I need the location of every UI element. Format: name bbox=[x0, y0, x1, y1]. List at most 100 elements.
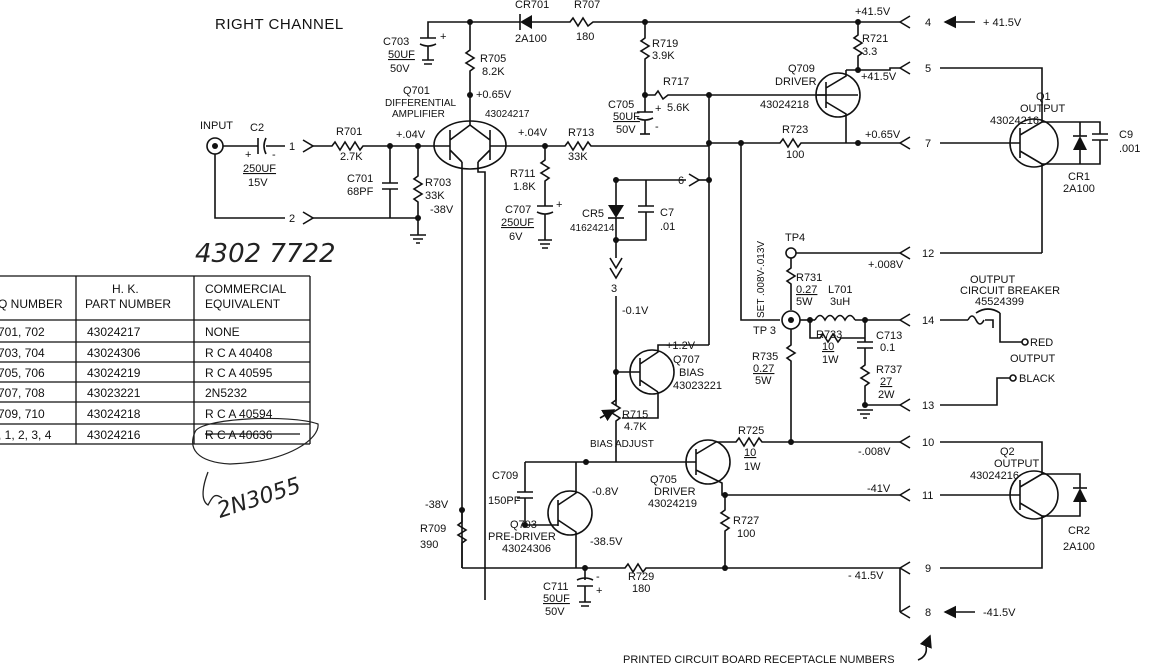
svg-text:2A100: 2A100 bbox=[1063, 541, 1095, 553]
svg-text:12: 12 bbox=[922, 248, 934, 260]
svg-text:+: + bbox=[655, 103, 661, 115]
svg-text:.01: .01 bbox=[660, 221, 675, 233]
connector-pins: 4 5 7 12 14 13 10 11 9 8 bbox=[899, 15, 934, 619]
svg-text:8: 8 bbox=[925, 607, 931, 619]
c703-capacitor: + C703 50UF 50V bbox=[383, 21, 470, 75]
svg-text:CIRCUIT BREAKER: CIRCUIT BREAKER bbox=[960, 285, 1060, 297]
svg-text:1W: 1W bbox=[744, 461, 761, 473]
svg-text:, 1, 2, 3, 4: , 1, 2, 3, 4 bbox=[0, 428, 52, 442]
output-red: RED bbox=[1030, 337, 1053, 349]
svg-text:+0.65V: +0.65V bbox=[865, 129, 901, 141]
r707-ref: R707 bbox=[574, 0, 600, 11]
svg-text:TP 3: TP 3 bbox=[753, 325, 776, 337]
svg-text:50UF: 50UF bbox=[613, 111, 640, 123]
svg-text:2A100: 2A100 bbox=[515, 33, 547, 45]
svg-text:R709: R709 bbox=[420, 523, 446, 535]
svg-text:50V: 50V bbox=[390, 63, 410, 75]
svg-text:R729: R729 bbox=[628, 571, 654, 583]
svg-text:R719: R719 bbox=[652, 38, 678, 50]
svg-text:100: 100 bbox=[786, 149, 804, 161]
svg-text:R713: R713 bbox=[568, 127, 594, 139]
svg-text:707, 708: 707, 708 bbox=[0, 386, 45, 400]
svg-text:14: 14 bbox=[922, 315, 934, 327]
svg-text:C2: C2 bbox=[250, 122, 264, 134]
svg-text:PART NUMBER: PART NUMBER bbox=[85, 297, 171, 311]
svg-text:+1.2V: +1.2V bbox=[666, 340, 696, 352]
svg-text:-38.5V: -38.5V bbox=[590, 536, 623, 548]
svg-text:Q701: Q701 bbox=[403, 85, 430, 97]
svg-text:R725: R725 bbox=[738, 425, 764, 437]
q701-differential-amplifier: Q701 DIFFERENTIAL AMPLIFIER 43024217 bbox=[385, 85, 530, 170]
svg-text:7: 7 bbox=[925, 138, 931, 150]
svg-text:43024217: 43024217 bbox=[485, 109, 530, 120]
svg-text:43024216: 43024216 bbox=[990, 115, 1039, 127]
svg-text:C707: C707 bbox=[505, 204, 531, 216]
svg-text:43024218: 43024218 bbox=[760, 99, 809, 111]
r701-ref: R701 bbox=[336, 126, 362, 138]
svg-text:0.1: 0.1 bbox=[880, 342, 895, 354]
svg-text:+ 41.5V: + 41.5V bbox=[983, 17, 1022, 29]
q705-driver: Q705 DRIVER 43024219 bbox=[648, 439, 900, 510]
svg-text:+41.5V: +41.5V bbox=[861, 71, 897, 83]
r731-resistor: R731 0.27 5W bbox=[785, 258, 822, 310]
svg-text:43024218: 43024218 bbox=[87, 407, 141, 421]
svg-text:4.7K: 4.7K bbox=[624, 421, 647, 433]
svg-text:3.9K: 3.9K bbox=[652, 50, 675, 62]
svg-text:43024216: 43024216 bbox=[87, 428, 141, 442]
svg-text:R735: R735 bbox=[752, 351, 778, 363]
svg-text:43024219: 43024219 bbox=[648, 498, 697, 510]
svg-text:+: + bbox=[596, 585, 602, 597]
output-black: BLACK bbox=[1019, 373, 1056, 385]
svg-text:5W: 5W bbox=[755, 375, 772, 387]
svg-text:250UF: 250UF bbox=[243, 163, 276, 175]
svg-text:BIAS: BIAS bbox=[679, 367, 704, 379]
svg-text:COMMERCIAL: COMMERCIAL bbox=[205, 282, 287, 296]
svg-text:Q1: Q1 bbox=[1036, 91, 1051, 103]
svg-text:.001: .001 bbox=[1119, 143, 1140, 155]
svg-text:OUTPUT: OUTPUT bbox=[1010, 353, 1056, 365]
svg-text:33K: 33K bbox=[568, 151, 588, 163]
svg-text:-: - bbox=[272, 149, 276, 161]
svg-text:0.27: 0.27 bbox=[753, 363, 774, 375]
svg-text:R717: R717 bbox=[663, 76, 689, 88]
svg-text:- 41.5V: - 41.5V bbox=[848, 570, 884, 582]
svg-text:68PF: 68PF bbox=[347, 186, 374, 198]
svg-text:CR1: CR1 bbox=[1068, 171, 1090, 183]
svg-text:L701: L701 bbox=[828, 284, 852, 296]
parts-table: Q NUMBER H. K. PART NUMBER COMMERCIAL EQ… bbox=[0, 275, 319, 465]
svg-text:TP4: TP4 bbox=[785, 232, 805, 244]
svg-text:43024219: 43024219 bbox=[87, 366, 141, 380]
pin-6: 6 bbox=[678, 175, 684, 187]
svg-text:3uH: 3uH bbox=[830, 296, 850, 308]
svg-text:5.6K: 5.6K bbox=[667, 102, 690, 114]
svg-text:DRIVER: DRIVER bbox=[654, 486, 696, 498]
svg-text:R C A 40594: R C A 40594 bbox=[205, 407, 273, 421]
svg-text:NONE: NONE bbox=[205, 325, 240, 339]
svg-text:13: 13 bbox=[922, 400, 934, 412]
svg-text:10: 10 bbox=[922, 437, 934, 449]
svg-text:701, 702: 701, 702 bbox=[0, 325, 45, 339]
c701-capacitor: C701 68PF bbox=[347, 146, 398, 218]
svg-text:OUTPUT: OUTPUT bbox=[1020, 103, 1066, 115]
svg-text:705, 706: 705, 706 bbox=[0, 366, 45, 380]
svg-text:R703: R703 bbox=[425, 177, 451, 189]
svg-text:R705: R705 bbox=[480, 53, 506, 65]
svg-text:10: 10 bbox=[744, 447, 756, 459]
svg-text:+.008V: +.008V bbox=[868, 259, 904, 271]
svg-text:15V: 15V bbox=[248, 177, 268, 189]
svg-text:C713: C713 bbox=[876, 330, 902, 342]
svg-text:33K: 33K bbox=[425, 190, 445, 202]
svg-text:43023221: 43023221 bbox=[673, 380, 722, 392]
svg-text:-41.5V: -41.5V bbox=[983, 607, 1016, 619]
svg-text:BIAS ADJUST: BIAS ADJUST bbox=[590, 439, 654, 450]
svg-text:H. K.: H. K. bbox=[112, 282, 139, 296]
footer-label: PRINTED CIRCUIT BOARD RECEPTACLE NUMBERS bbox=[623, 654, 895, 666]
svg-text:0.27: 0.27 bbox=[796, 284, 817, 296]
c705-capacitor: + - C705 50UF 50V bbox=[608, 95, 661, 136]
svg-text:43024306: 43024306 bbox=[502, 543, 551, 555]
svg-text:43024216: 43024216 bbox=[970, 470, 1019, 482]
svg-text:R727: R727 bbox=[733, 515, 759, 527]
svg-text:709, 710: 709, 710 bbox=[0, 407, 45, 421]
svg-text:2W: 2W bbox=[878, 389, 895, 401]
